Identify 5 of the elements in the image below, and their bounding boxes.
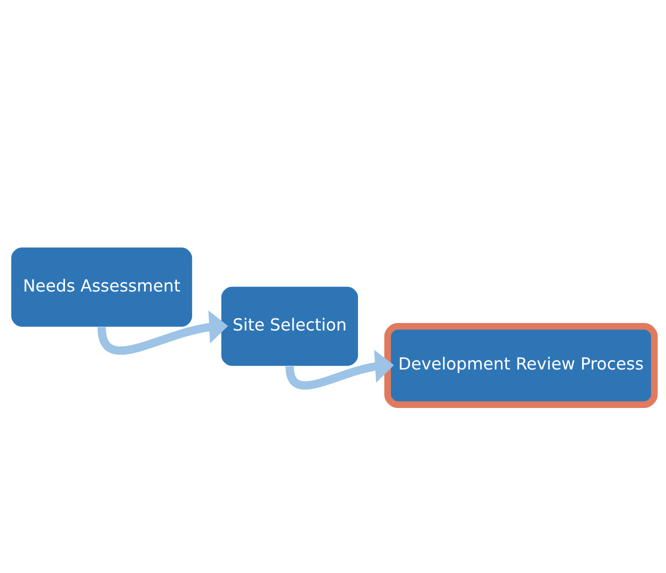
node-box: Needs Assessment — [11, 248, 192, 327]
arrow — [286, 350, 394, 390]
arrow — [98, 310, 228, 355]
node-box: Site Selection — [221, 286, 358, 366]
node-box: Development Review Process — [384, 322, 658, 408]
